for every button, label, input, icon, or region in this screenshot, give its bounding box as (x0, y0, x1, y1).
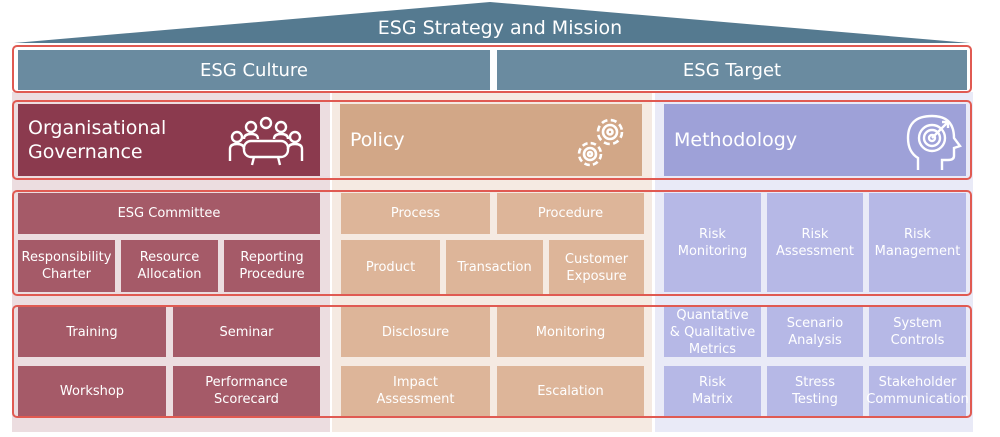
performance-scorecard-box: Performance Scorecard (173, 366, 320, 416)
system-controls-box: System Controls (869, 307, 966, 357)
disclosure-box: Disclosure (341, 307, 490, 357)
methodology-heading: Methodology (664, 104, 966, 176)
stakeholder-communication-box: Stakeholder Communication (866, 366, 969, 416)
seminar-box: Seminar (173, 307, 320, 357)
monitoring-box: Monitoring (497, 307, 644, 357)
risk-monitoring-box: Risk Monitoring (664, 193, 761, 292)
customer-exposure-box: Customer Exposure (549, 240, 644, 295)
roof (14, 2, 970, 43)
risk-matrix-box: Risk Matrix (664, 366, 761, 416)
esg-committee-box: ESG Committee (18, 193, 320, 234)
esg-culture-bar: ESG Culture (18, 50, 490, 90)
procedure-box: Procedure (497, 193, 644, 234)
risk-management-box: Risk Management (869, 193, 966, 292)
training-box: Training (18, 307, 166, 357)
risk-assessment-box: Risk Assessment (767, 193, 863, 292)
head-target-icon (906, 114, 962, 170)
transaction-box: Transaction (446, 240, 543, 295)
governance-title: Organisational Governance (28, 117, 167, 163)
gears-icon (577, 118, 624, 167)
policy-heading: Policy (340, 104, 642, 176)
stress-testing-box: Stress Testing (767, 366, 863, 416)
quantative-qualitative-metrics-box: Quantative & Qualitative Metrics (664, 307, 761, 357)
meeting-table-icon (228, 116, 304, 166)
roof-title: ESG Strategy and Mission (377, 17, 623, 39)
reporting-procedure-box: Reporting Procedure (224, 240, 320, 292)
resource-allocation-box: Resource Allocation (121, 240, 218, 292)
responsibility-charter-box: Responsibility Charter (18, 240, 115, 292)
policy-title: Policy (350, 129, 405, 151)
process-box: Process (341, 193, 490, 234)
esg-target-bar: ESG Target (497, 50, 967, 90)
escalation-box: Escalation (497, 366, 644, 416)
workshop-box: Workshop (18, 366, 166, 416)
methodology-title: Methodology (674, 129, 798, 151)
impact-assessment-box: Impact Assessment (341, 366, 490, 416)
scenario-analysis-box: Scenario Analysis (767, 307, 863, 357)
product-box: Product (341, 240, 440, 295)
